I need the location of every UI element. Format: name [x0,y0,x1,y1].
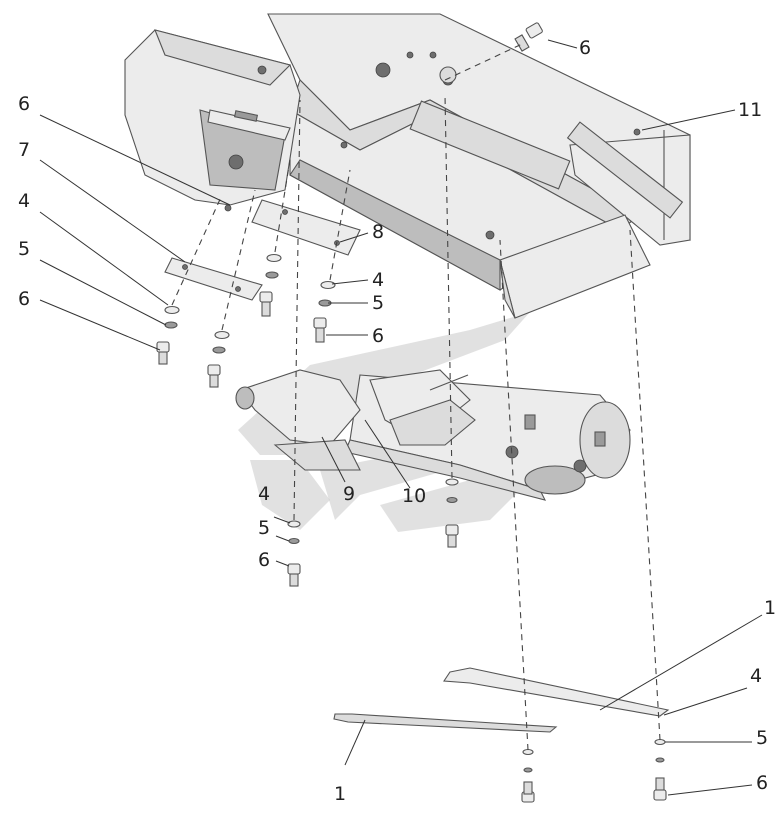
bolt [313,317,327,343]
plate-8 [251,199,361,256]
washer [522,748,534,756]
callout-5-right: 5 [756,727,768,749]
callout-6-top: 6 [579,37,591,59]
callout-4-mid: 4 [372,269,384,291]
washer [164,321,178,329]
bolt [207,364,221,388]
callout-1-right: 1 [764,597,776,619]
washer [446,496,458,504]
callout-5-left: 5 [18,238,30,260]
callout-6-mid: 6 [372,325,384,347]
washer [164,305,180,315]
callout-6-lower: 6 [258,549,270,571]
washer [445,478,459,486]
bolt [287,563,301,587]
fasteners [156,22,667,803]
callout-6-left: 6 [18,288,30,310]
nut [439,66,457,84]
callout-6-right: 6 [756,772,768,794]
leader-lines [39,39,763,796]
washer [654,738,666,746]
washer [320,280,336,290]
plate-7 [164,257,263,301]
callout-6-left-top: 6 [18,93,30,115]
callout-5-mid: 5 [372,292,384,314]
bolt [445,524,459,548]
bolt [514,22,543,52]
washer [212,346,226,354]
support-arm-assembly [235,369,631,501]
callout-11: 11 [738,99,762,121]
washer [265,271,279,279]
bolt [259,291,273,317]
left-hopper [124,29,301,212]
callout-9: 9 [343,483,355,505]
washer [214,330,230,340]
bolt [521,781,535,803]
skid-lower [333,713,558,733]
washer [266,253,282,263]
washer [523,767,533,773]
bolt [653,777,667,801]
bolt [156,341,170,365]
callout-7: 7 [18,139,30,161]
callout-labels: 6 11 6 7 4 5 6 8 4 5 6 9 10 4 5 6 1 4 5 … [18,37,776,805]
callout-10: 10 [402,485,426,507]
washer [287,520,301,528]
right-deflector [499,121,684,319]
callout-8: 8 [372,221,384,243]
callout-1-left: 1 [334,783,346,805]
callout-5-lower: 5 [258,517,270,539]
skid-upper [443,667,670,717]
washer [655,757,665,763]
callout-4-lower: 4 [258,483,270,505]
callout-4-right: 4 [750,665,762,687]
callout-4-left: 4 [18,190,30,212]
assembly-lines [171,43,661,751]
washer [288,537,300,545]
